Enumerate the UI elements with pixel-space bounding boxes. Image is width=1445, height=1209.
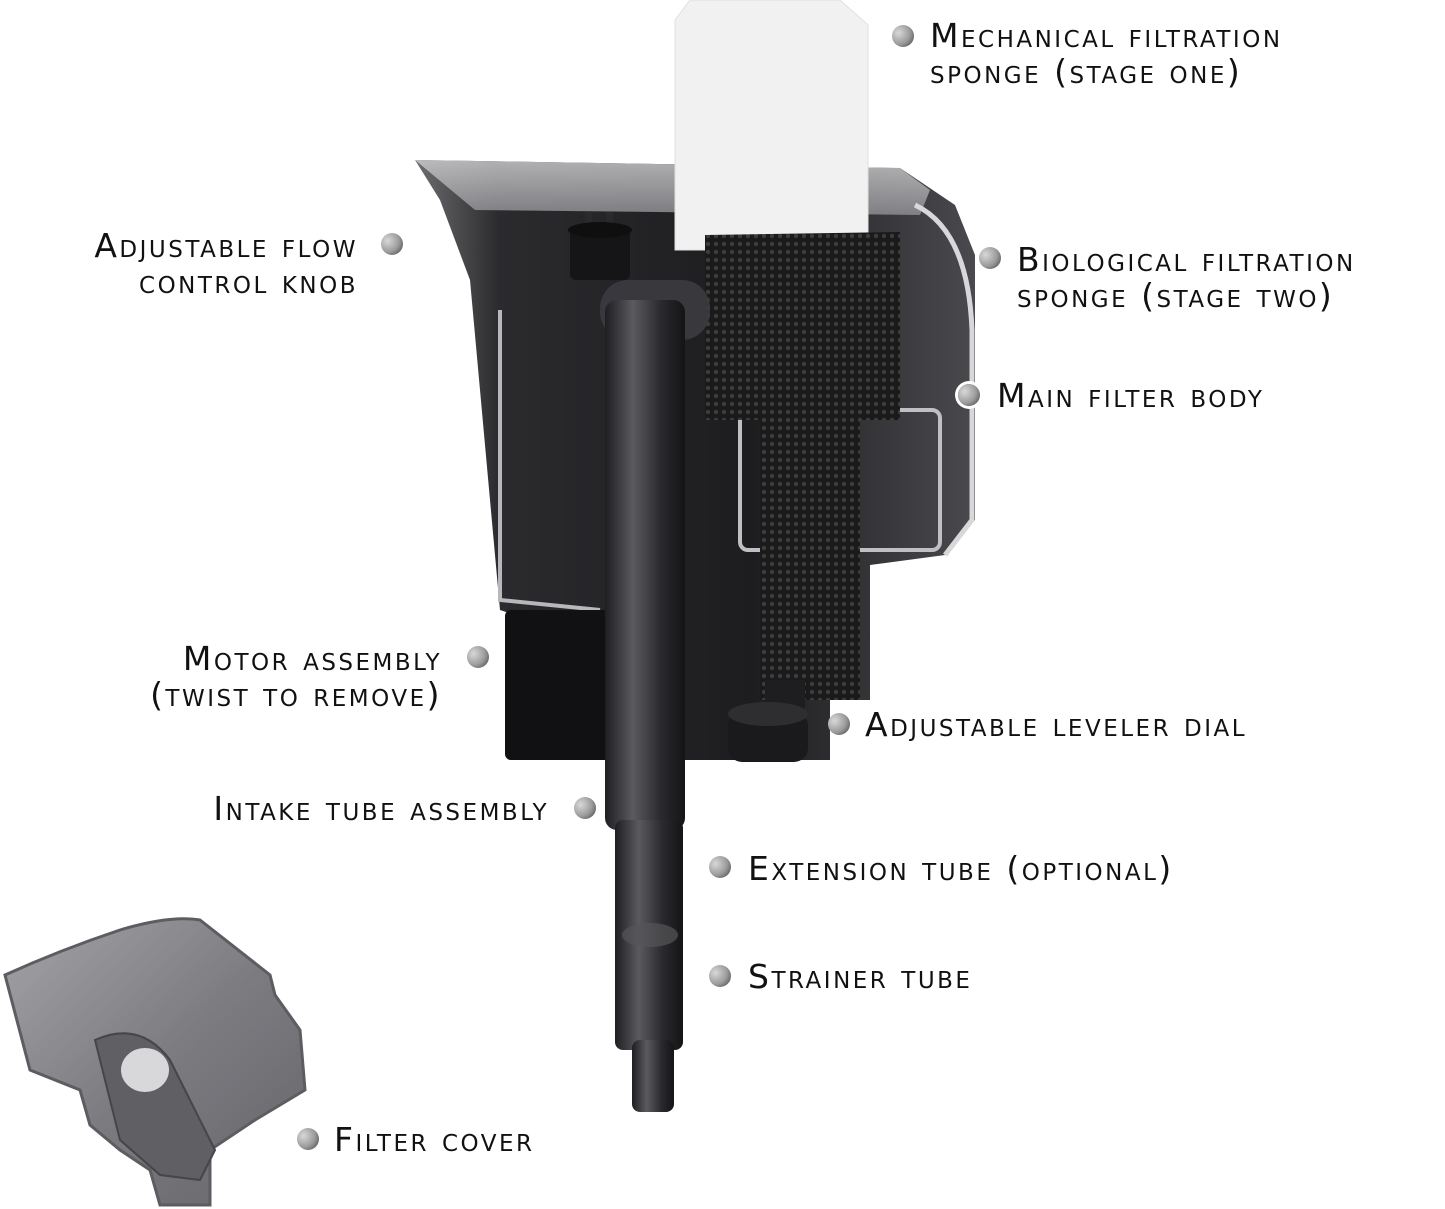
mechanical-sponge-bullet-icon	[892, 25, 914, 47]
label-line: sponge (stage two)	[1017, 276, 1335, 315]
flow-knob-bullet-icon	[381, 233, 403, 255]
leveler-bullet-icon	[828, 713, 850, 735]
label-line: Extension tube (optional)	[748, 849, 1174, 888]
biological-sponge-shape	[705, 232, 900, 700]
intake-tube-shape	[600, 280, 710, 1112]
label-line: control knob	[139, 262, 358, 301]
label-line: Adjustable flow	[94, 226, 358, 265]
label-biological-sponge: Biological filtration sponge (stage two)	[1017, 242, 1356, 314]
motor-bullet-icon	[467, 646, 489, 668]
filter-cover-shape	[3, 917, 307, 1207]
mechanical-sponge-shape	[674, 0, 869, 251]
label-strainer: Strainer tube	[748, 959, 972, 995]
label-cover: Filter cover	[334, 1122, 534, 1158]
label-line: Strainer tube	[748, 957, 973, 996]
label-line: Main filter body	[997, 376, 1265, 415]
label-line: Intake tube assembly	[213, 789, 549, 828]
label-leveler: Adjustable leveler dial	[865, 707, 1247, 743]
label-line: Motor assembly	[182, 639, 442, 678]
motor-assembly-shape	[505, 610, 620, 760]
label-mechanical-sponge: Mechanical filtration sponge (stage one)	[930, 18, 1283, 90]
label-line: Filter cover	[334, 1120, 535, 1159]
label-main-body: Main filter body	[997, 378, 1264, 414]
intake-bullet-icon	[574, 797, 596, 819]
label-line: Mechanical filtration	[930, 16, 1283, 55]
label-intake: Intake tube assembly	[213, 791, 549, 827]
flow-knob-shape	[568, 212, 632, 280]
biological-sponge-bullet-icon	[979, 247, 1001, 269]
strainer-bullet-icon	[709, 965, 731, 987]
label-line: sponge (stage one)	[930, 52, 1243, 91]
label-line: Biological filtration	[1017, 240, 1356, 279]
label-line: Adjustable leveler dial	[865, 705, 1248, 744]
cover-bullet-icon	[297, 1128, 319, 1150]
main-body-bullet-icon	[958, 384, 980, 406]
label-flow-knob: Adjustable flow control knob	[94, 228, 358, 300]
label-extension: Extension tube (optional)	[748, 851, 1174, 887]
label-motor: Motor assembly (twist to remove)	[150, 641, 442, 713]
leveler-dial-shape	[728, 680, 808, 762]
extension-bullet-icon	[709, 856, 731, 878]
label-line: (twist to remove)	[150, 675, 442, 714]
